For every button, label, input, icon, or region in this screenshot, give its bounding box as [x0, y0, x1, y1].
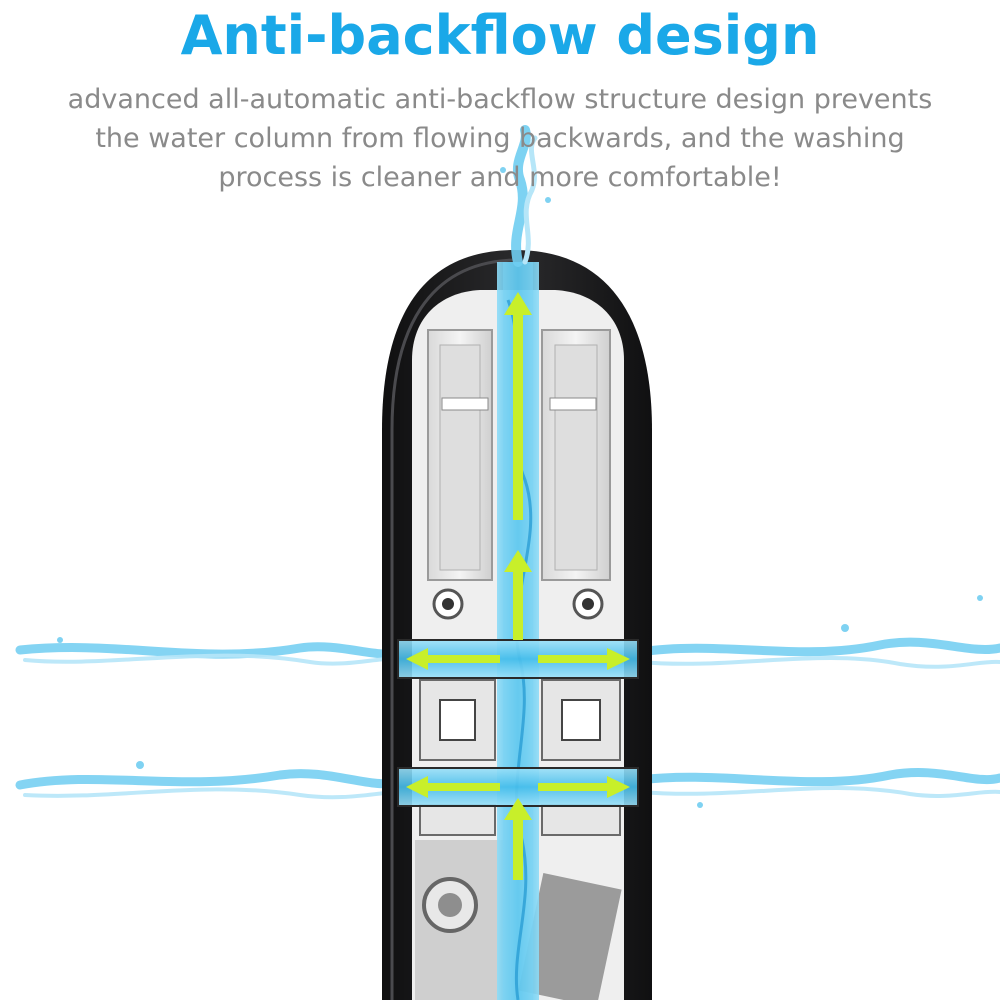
subtitle: advanced all-automatic anti-backflow str…: [40, 80, 960, 197]
subtitle-line: process is cleaner and more comfortable!: [218, 162, 782, 193]
headline: Anti-backflow design: [180, 4, 820, 67]
flow-arrows: [406, 292, 630, 880]
water-spray: [500, 125, 551, 267]
subtitle-line: advanced all-automatic anti-backflow str…: [67, 84, 933, 115]
screw-left: [432, 588, 464, 620]
subtitle-line: the water column from flowing backwards,…: [95, 123, 905, 154]
water-stream-upper: [15, 595, 1000, 669]
water-stream-lower: [15, 761, 1000, 808]
screw-right: [572, 588, 604, 620]
